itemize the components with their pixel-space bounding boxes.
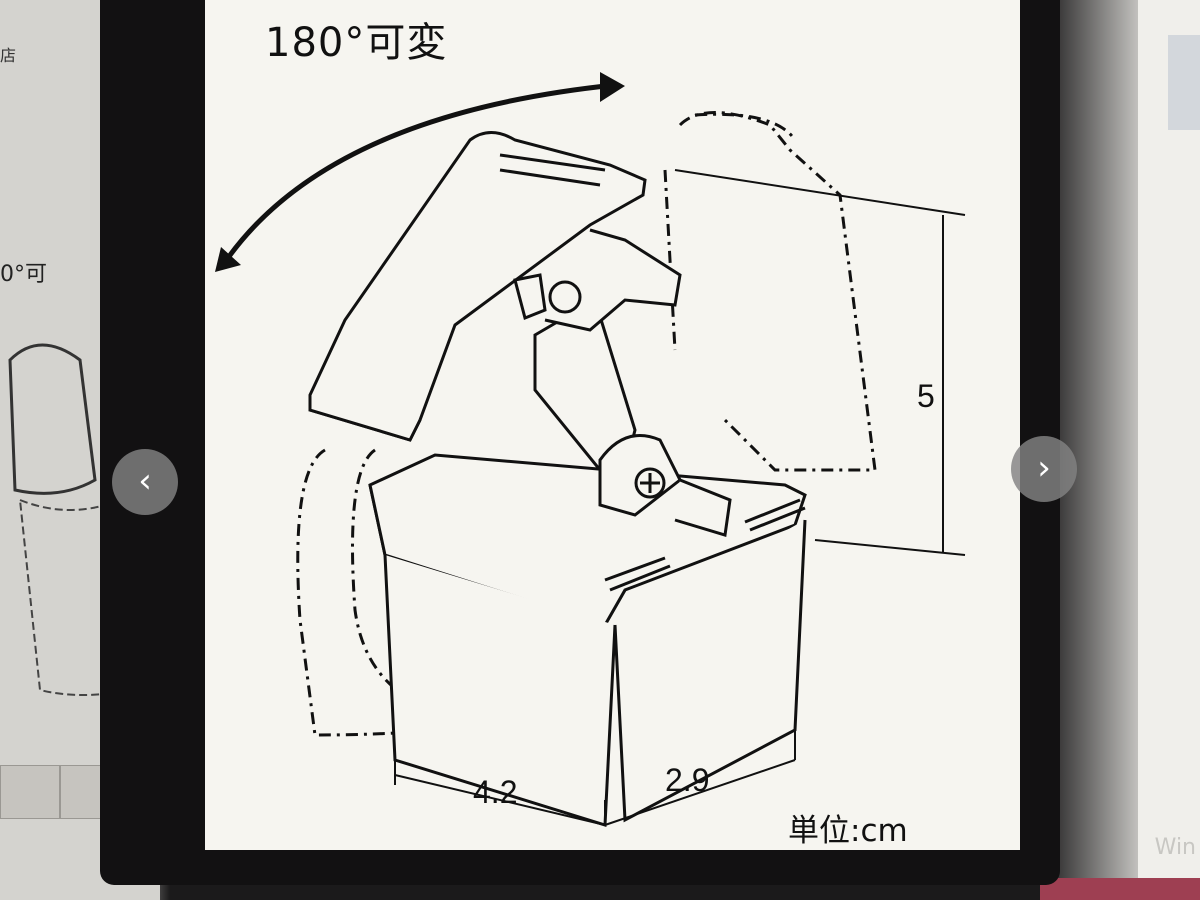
clamp-head [308,131,682,442]
holder-base [368,453,807,828]
store-label: 店 [0,46,17,65]
dimension-lines [394,169,966,826]
dimension-width: 2.9 [665,762,710,798]
partial-rotation-label: 0°可 [0,262,47,287]
accent-bar [1040,878,1200,900]
right-page-partial: Win [1040,0,1200,900]
chevron-left-icon: ‹ [138,461,152,501]
dimension-height: 5 [917,378,935,414]
next-image-button[interactable]: › [1011,436,1077,502]
slots [604,498,806,592]
dimension-depth: 4.2 [473,774,518,810]
previous-image-button[interactable]: ‹ [112,449,178,515]
rotation-arc [220,82,616,267]
rotation-label: 180°可変 [265,20,448,66]
arrowhead-right [600,72,625,102]
unit-note: 単位:cm [788,813,908,849]
chevron-right-icon: › [1037,448,1051,488]
side-swatch [1168,35,1200,130]
arrowhead-left [215,247,241,272]
holder-line-drawing [215,72,966,828]
partial-text: Win [1154,835,1196,860]
thumbnail-1[interactable] [0,765,60,819]
product-figure: 180°可変 4.2 2.9 5 単位:cm [205,0,1020,850]
